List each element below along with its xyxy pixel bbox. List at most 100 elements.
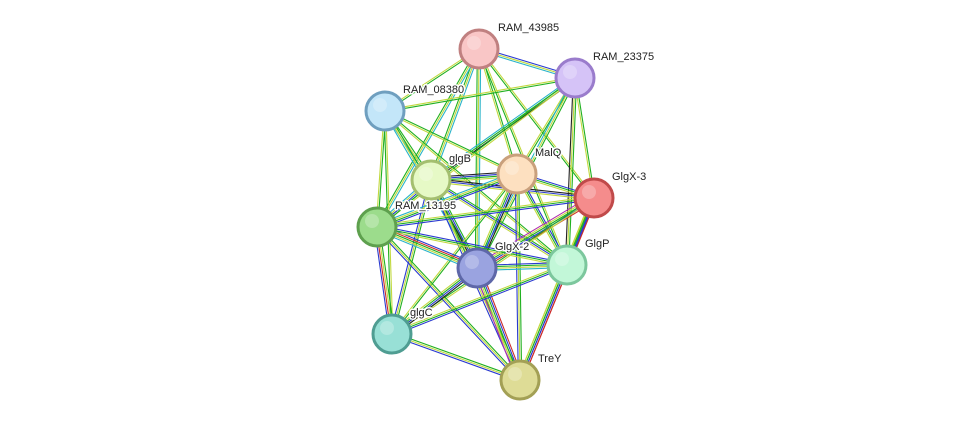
node-label: RAM_43985 [498,22,559,34]
edge-line-neighborhood [376,197,595,228]
node-circle[interactable] [554,57,596,99]
edge-line-cooccurrence [392,266,569,337]
edge-n1-n8[interactable] [474,48,482,269]
node-label: TreY [538,353,562,365]
node-highlight [380,321,394,335]
edge-n7-n9[interactable] [376,224,568,268]
node-glgB[interactable]: glgB [410,152,473,201]
edge-line-neighborhood [384,78,576,113]
node-circle[interactable] [499,359,541,401]
node-RAM_13195[interactable]: RAM_13195 [356,199,458,248]
node-label: MalQ [535,147,562,159]
node-highlight [563,65,577,79]
node-label: GlgX-2 [495,241,529,253]
edge-n9-n11[interactable] [517,263,570,382]
edge-line-textmining [476,48,480,269]
edge-line-cooccurrence [377,175,519,230]
edge-line-textmining [391,179,432,335]
node-highlight [582,185,596,199]
node-GlgP[interactable]: GlgP [546,237,611,286]
edge-line-cooccurrence [376,224,568,264]
edge-line-neighborhood [477,48,594,200]
node-circle[interactable] [364,90,406,132]
edge-n7-n11[interactable] [375,225,522,382]
edge-line-cooccurrence [390,335,520,383]
edge-line-fusion [478,200,597,272]
node-highlight [467,36,481,50]
edge-line-textmining [477,48,517,175]
edge-line-textmining [376,48,480,228]
node-RAM_23375[interactable]: RAM_23375 [554,50,656,99]
edge-n3-n5[interactable] [384,109,518,176]
node-label: GlgP [585,238,609,250]
node-GlgX-2[interactable]: GlgX-2 [456,240,531,289]
edge-line-database [429,76,575,180]
node-TreY[interactable]: TreY [499,352,564,401]
node-circle[interactable] [356,206,398,248]
node-label: glgB [449,153,471,165]
node-GlgX-3[interactable]: GlgX-3 [573,170,648,219]
node-label: RAM_13195 [395,200,456,212]
edge-line-textmining [376,228,568,268]
edge-line-neighborhood [376,226,568,266]
node-circle[interactable] [573,177,615,219]
node-circle[interactable] [410,159,452,201]
edge-line-neighborhood [391,264,568,335]
node-highlight [555,252,569,266]
edge-line-textmining [376,226,521,381]
edge-line-neighborhood [392,173,519,336]
edge-line-database [377,49,482,229]
edge-line-database [478,48,482,269]
edge-line-cooccurrence [389,179,430,335]
edge-line-cooccurrence [520,264,569,381]
edge-line-textmining [376,172,518,227]
node-circle[interactable] [456,247,498,289]
edge-line-neighborhood [384,109,518,174]
node-RAM_43985[interactable]: RAM_43985 [458,21,561,70]
edge-line-textmining [384,76,576,111]
edge-line-textmining [384,111,518,176]
edge-line-neighborhood [384,109,569,265]
node-RAM_08380[interactable]: RAM_08380 [364,83,466,132]
edge-line-neighborhood [474,48,478,269]
edge-line-textmining [391,333,521,381]
node-MalQ[interactable]: MalQ [496,146,563,195]
edge-line-textmining [566,77,576,266]
node-highlight [505,161,519,175]
edge-n10-n11[interactable] [390,331,522,383]
node-circle[interactable] [458,28,500,70]
node-highlight [419,167,433,181]
edge-n5-n10[interactable] [390,172,519,336]
edge-line-neighborhood [392,331,522,379]
edge-line-neighborhood [376,174,518,229]
node-highlight [508,367,522,381]
edge-line-textmining [479,47,596,199]
edge-line-textmining [390,262,567,333]
edge-n5-n11[interactable] [514,173,523,381]
edge-n1-n6[interactable] [477,47,596,200]
edge-n9-n10[interactable] [390,262,569,337]
edge-n1-n7[interactable] [374,47,482,229]
edge-line-textmining [517,263,566,380]
edge-line-cooccurrence [375,227,520,382]
edge-line-fusion [521,265,570,382]
node-circle[interactable] [371,313,413,355]
node-highlight [373,98,387,112]
edge-line-textmining [376,195,595,226]
edge-n5-n7[interactable] [375,171,519,230]
edge-n2-n3[interactable] [384,76,576,113]
edge-line-experimental [474,194,593,266]
edge-line-neighborhood [377,225,522,380]
node-circle[interactable] [496,153,538,195]
node-glgC[interactable]: glgC [371,306,434,355]
node-label: RAM_23375 [593,51,654,63]
edge-n6-n7[interactable] [376,195,595,230]
node-label: GlgX-3 [612,171,646,183]
edge-line-neighborhood [374,47,479,227]
edge-line-coexpression [564,77,574,266]
edge-n2-n9[interactable] [564,77,578,266]
edge-line-textmining [390,172,517,335]
node-circle[interactable] [546,244,588,286]
